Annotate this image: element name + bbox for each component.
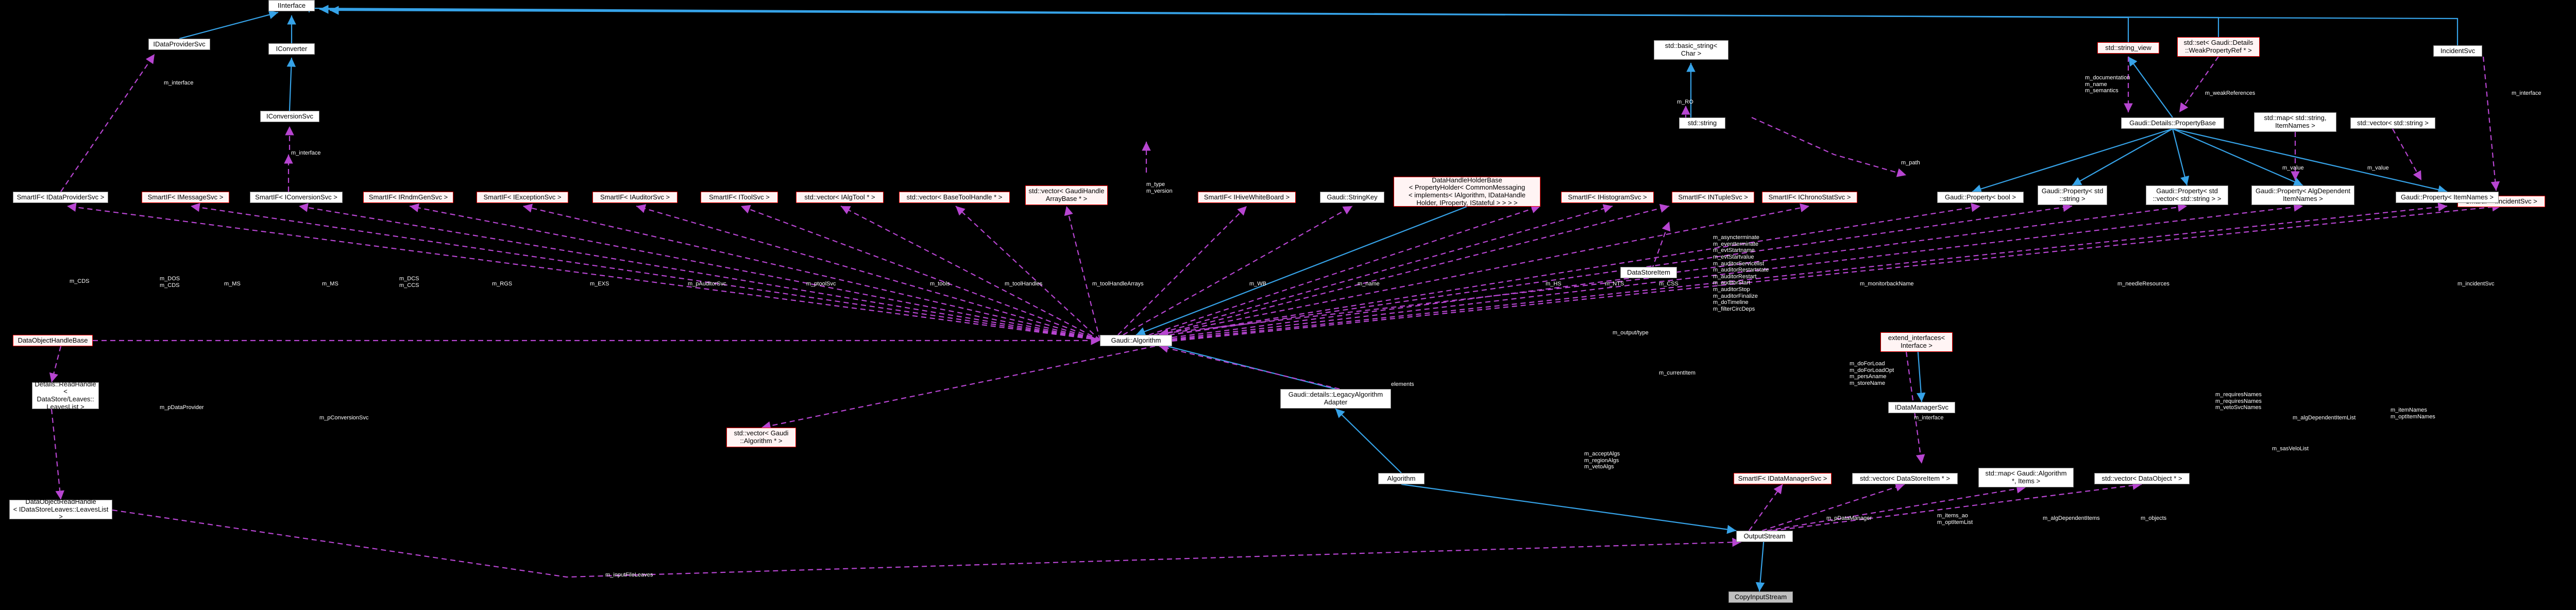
class-node-gaudipropertyalgdependent[interactable]: Gaudi::Property< AlgDependent ItemNames … — [2251, 185, 2354, 205]
class-node-copyinputstream[interactable]: CopyInputStream — [1728, 591, 1793, 603]
edge-label: m_pAuditorSvc — [688, 281, 726, 287]
class-node-smartifiexceptionsvc[interactable]: SmartIF< IExceptionSvc > — [477, 192, 568, 203]
edge-label: m_objects — [2141, 515, 2167, 521]
edge-label: m_path — [1901, 160, 1920, 166]
class-node-idatamanagersvc[interactable]: IDataManagerSvc — [1888, 402, 1955, 413]
edge-label: m_CSS — [1659, 281, 1679, 287]
edge-label: m_MS — [322, 281, 338, 287]
edge-label: m_toolHandles — [1005, 281, 1043, 287]
class-node-stdvectordataobject[interactable]: std::vector< DataObject * > — [2094, 473, 2190, 484]
class-node-stdvectorgaudialgorithm[interactable]: std::vector< Gaudi ::Algorithm * > — [726, 428, 796, 447]
class-node-stdvectorgaudihandlearray[interactable]: std::vector< GaudiHandle ArrayBase * > — [1025, 185, 1108, 205]
class-node-stdvectordatastoreitem[interactable]: std::vector< DataStoreItem * > — [1852, 473, 1958, 484]
class-node-stdvectorstdstring[interactable]: std::vector< std::string > — [2350, 117, 2435, 129]
edge-label: m_weakReferences — [2205, 90, 2256, 96]
class-node-gaudipropertyvectorstring[interactable]: Gaudi::Property< std ::vector< std::stri… — [2146, 185, 2228, 205]
edge-label: m_requiresNames m_requiresNames m_vetoSv… — [2215, 392, 2262, 411]
class-node-stdbasicstring[interactable]: std::basic_string< Char > — [1654, 40, 1728, 60]
edge-label: m_RGS — [492, 281, 513, 287]
edge-label: m_documentation m_name m_semantics — [2085, 75, 2130, 94]
class-node-smartifihivewhiteboard[interactable]: SmartIF< IHiveWhiteBoard > — [1198, 192, 1296, 203]
class-node-gaudipropertyitemnames[interactable]: Gaudi::Property< ItemNames > — [2396, 192, 2499, 203]
edge-label: m_algDependentItems — [2043, 515, 2100, 521]
edge-label: m_doForLoad m_doForLoadOpt m_persAname m… — [1850, 361, 1894, 386]
edge-label: m_output/type — [1613, 330, 1649, 336]
class-node-stdstringview[interactable]: std::string_view — [2097, 42, 2159, 54]
class-node-stdmapstdstring[interactable]: std::map< std::string, ItemNames > — [2254, 112, 2336, 132]
class-node-iconverter[interactable]: IConverter — [268, 43, 315, 55]
edge-label: m_name — [1358, 281, 1380, 287]
edge-label: m_EXS — [590, 281, 609, 287]
class-node-smartifidataprovidersvc[interactable]: SmartIF< IDataProviderSvc > — [13, 192, 108, 203]
edge-label: m_monitorbackName — [1860, 281, 1914, 287]
class-node-smartifiauditorsvc[interactable]: SmartIF< IAuditorSvc > — [592, 192, 677, 203]
edge-label: m_ptoolSvc — [806, 281, 836, 287]
class-node-stdmapgaudialgorithm[interactable]: std::map< Gaudi::Algorithm *, Items > — [1978, 468, 2074, 487]
class-node-smartificonversionsvc[interactable]: SmartIF< IConversionSvc > — [250, 192, 343, 203]
class-node-idataprovidersvc[interactable]: IDataProviderSvc — [148, 39, 210, 50]
edge-label: m_value — [2282, 165, 2304, 171]
edge-label: m_sasVeloList — [2272, 446, 2309, 452]
edge-label: m_pDataProvider — [160, 404, 204, 411]
class-node-datahandleholderbase[interactable]: DataHandleHolderBase < PropertyHolder< C… — [1394, 176, 1540, 207]
class-node-detailsreadhandle[interactable]: Details::ReadHandle < DataStore/Leaves::… — [32, 380, 99, 410]
class-node-dataobjectreadhandle[interactable]: DataObjectReadHandle < IDataStoreLeaves:… — [9, 498, 112, 520]
class-node-outputstream[interactable]: OutputStream — [1736, 531, 1793, 542]
edge-label: m_interface — [164, 80, 194, 86]
class-node-gaudistringkey[interactable]: Gaudi::StringKey — [1320, 192, 1384, 203]
edge-label: m_algDependentItemList — [2293, 415, 2356, 421]
edge-label: m_pDataManager — [1826, 515, 1872, 521]
edge-label: m_value — [2367, 165, 2389, 171]
edge-label: m_itemNames m_optItemNames — [2391, 407, 2435, 420]
class-node-smartifintuplesvc[interactable]: SmartIF< INTupleSvc > — [1672, 192, 1754, 203]
edge-label: m_NTS — [1605, 281, 1624, 287]
class-node-stdsetgaudidetails[interactable]: std::set< Gaudi::Details ::WeakPropertyR… — [2177, 37, 2260, 57]
edge-label: m_items_ao m_optItemList — [1937, 513, 1973, 526]
edge-label: m_toolHandleArrays — [1092, 281, 1144, 287]
class-node-smartifihistogramsvc[interactable]: SmartIF< IHistogramSvc > — [1561, 192, 1654, 203]
edge-label: m_DCS m_CCS — [399, 276, 419, 289]
edge-label: m_currentItem — [1659, 370, 1696, 376]
class-node-gaudipropertystdstring[interactable]: Gaudi::Property< std ::string > — [2038, 185, 2107, 205]
edge-label: m_acceptAlgs m_regionAlgs m_vetoAlgs — [1584, 451, 1620, 470]
class-node-extendinterfaces[interactable]: extend_interfaces< Interface > — [1880, 332, 1953, 352]
edge-label: m_asyncterminate m_eventterminate m_evtS… — [1713, 234, 1769, 313]
edge-label: elements — [1391, 381, 1414, 387]
edge-label: m_WB — [1249, 281, 1266, 287]
edge-label: m_needleResources — [2117, 281, 2170, 287]
class-node-datahandleholderbase2[interactable]: DataObjectHandleBase — [13, 335, 93, 346]
edge-label: m_interface — [1914, 415, 1944, 421]
class-node-incidenttype[interactable]: IncidentSvc — [2433, 45, 2482, 57]
edge-label: m_MS — [224, 281, 241, 287]
edge-label: m_incidentSvc — [2458, 281, 2495, 287]
class-node-stdvectorialgtool[interactable]: std::vector< IAlgTool * > — [796, 192, 884, 203]
class-node-gaudialgorithm[interactable]: Gaudi::Algorithm — [1100, 335, 1172, 346]
class-node-iconversionsvc[interactable]: IConversionSvc — [260, 111, 319, 122]
edge-label: m_CDS — [70, 278, 90, 284]
edge-label: m_tools — [930, 281, 950, 287]
edge-label: m_RO — [1677, 99, 1693, 105]
edge-label: m_type m_version — [1146, 181, 1173, 194]
edge-label: m_pConversionSvc — [319, 415, 369, 421]
edge-label: m_inputFileLeaves — [605, 572, 653, 578]
class-node-gaudidetailslegacyalg[interactable]: Gaudi::details::LegacyAlgorithm Adapter — [1280, 389, 1391, 409]
class-node-gaudipropertybool[interactable]: Gaudi::Property< bool > — [1937, 192, 2024, 203]
edge-label: m_DOS m_CDS — [160, 276, 180, 289]
edge-label: m_HS — [1546, 281, 1562, 287]
class-node-gaudidetailspropertybase[interactable]: Gaudi::Details::PropertyBase — [2121, 117, 2224, 129]
class-node-algorithm[interactable]: Algorithm — [1378, 473, 1425, 484]
class-node-smartifitoolsvc[interactable]: SmartIF< IToolSvc > — [701, 192, 778, 203]
class-node-smartifidatamanagersvc[interactable]: SmartIF< IDataManagerSvc > — [1734, 473, 1832, 484]
class-node-smartifimessagesvc[interactable]: SmartIF< IMessageSvc > — [142, 192, 229, 203]
class-node-smartifichronostatsvc[interactable]: SmartIF< IChronoStatSvc > — [1762, 192, 1857, 203]
edge-label: m_interface — [291, 150, 321, 156]
class-node-datastoreitem[interactable]: DataStoreItem — [1620, 267, 1677, 278]
class-node-stdstring[interactable]: std::string — [1679, 117, 1725, 129]
edge-label: m_interface — [2512, 90, 2541, 96]
class-node-smartifirndmgensvc[interactable]: SmartIF< IRndmGenSvc > — [363, 192, 453, 203]
class-node-stdvectorbasetoolhandle[interactable]: std::vector< BaseToolHandle * > — [899, 192, 1010, 203]
class-node-iinterface[interactable]: IInterface — [268, 0, 315, 11]
